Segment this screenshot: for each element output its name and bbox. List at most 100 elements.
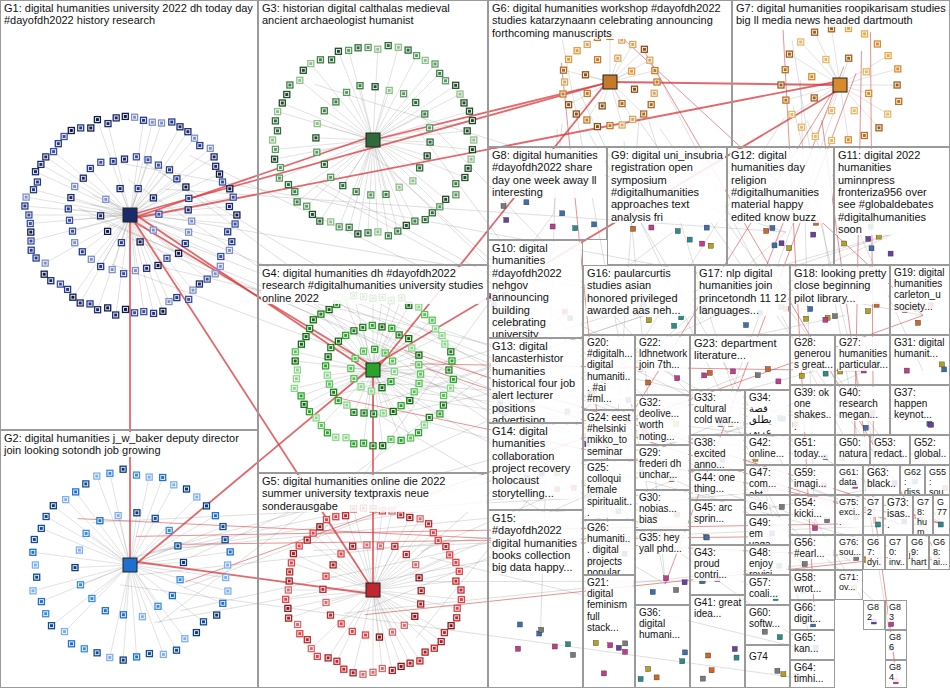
group-label: G11: digital 2022 humanities uminnpress … (837, 149, 948, 235)
group-box: G83 (885, 600, 907, 630)
group-box: G54: kicki... (790, 495, 835, 535)
group-label: G68: ai... (932, 537, 949, 567)
group-box: G62: diss... (900, 465, 925, 495)
group-label: G57: coali... (748, 577, 788, 599)
group-box: G77 (933, 495, 950, 535)
group-label: G41: great idea... (693, 597, 743, 619)
group-label: G17: nlp digital humanities join princet… (698, 267, 788, 316)
group-box: G47: com... abt... (745, 465, 790, 495)
group-label: G13: digital lancasterhistor humanities … (491, 340, 581, 423)
group-box: G34: قصة يطلق عربي ابن خلدون (745, 390, 790, 435)
group-box: G25: colloqui female spiritualit... (583, 460, 635, 520)
group-box: G14: digital humanities collaboration pr… (488, 423, 583, 510)
group-label: G21: digital feminism full stack... (586, 577, 633, 633)
group-box: G15: #dayofdh2022 digital humanities boo… (488, 510, 583, 688)
group-box: G42: online... (745, 435, 790, 465)
group-box: G70: inv... (885, 535, 907, 570)
group-label: G82 (866, 602, 884, 622)
group-label: G60: softw... (748, 607, 788, 629)
group-label: G51: today... (793, 437, 833, 459)
group-label: G47: com... abt... (748, 467, 788, 495)
group-label: G3: historian digital calthalas medieval… (261, 2, 486, 27)
group-box: G48: enjoy revisi... (745, 545, 790, 575)
group-label: G31: digital humanit... (893, 337, 948, 359)
group-box: G60: softw... (745, 605, 790, 645)
group-box: G65: kan... (790, 630, 835, 660)
network-vertices (22, 26, 948, 684)
group-label: G35: hey yall phd... (638, 532, 688, 554)
group-label: G63: black... (866, 467, 899, 495)
group-label: G27: humanities particular... (838, 337, 889, 371)
group-box: G41: great idea... (690, 595, 745, 688)
group-label: G86 (888, 632, 906, 652)
group-label: G34: قصة يطلق عربي ابن خلدون (748, 392, 788, 435)
group-label: G54: kicki... (793, 497, 833, 519)
group-box: G3: historian digital calthalas medieval… (258, 0, 488, 265)
group-label: G45: arc sprin... (693, 502, 743, 524)
group-box: G35: hey yall phd... (635, 530, 690, 605)
group-box: G76: sou... (835, 535, 863, 570)
group-box: G44: one thing... (690, 470, 745, 500)
group-label: G10: digital humanities #dayofdh2022 neh… (491, 242, 581, 338)
group-box: G66: digit... (790, 600, 835, 630)
group-box: G38: excited anno... next... (690, 435, 745, 470)
group-box: G5: digital humanities online die 2022 s… (258, 473, 488, 688)
group-box: G84 (885, 660, 907, 688)
group-box: G73: isas... (883, 495, 913, 535)
group-label: G36: digital humani... (638, 607, 688, 641)
group-label: G66: digit... (793, 602, 833, 624)
group-label: G37: happen keynot... (893, 387, 948, 421)
group-label: G8: digital humanities #dayofdh2022 shar… (491, 149, 605, 198)
group-box: G78: hum... (913, 495, 933, 535)
group-label: G24: eest #helsinki mikko_to seminar con… (586, 412, 634, 460)
group-label: G30: nobias... bias esrs... (638, 492, 688, 530)
group-label: G16: paularcurtis studies asian honored … (586, 267, 693, 316)
group-box: G46 (745, 495, 790, 515)
group-label: G74 (748, 651, 769, 662)
group-label: G77 (936, 497, 949, 517)
group-label: G59: imagi... (793, 467, 833, 489)
group-label: G5: digital humanities online die 2022 s… (261, 475, 486, 512)
group-label: G42: online... (748, 437, 788, 459)
group-box: G71: ov... (835, 570, 863, 600)
group-label: G12: digital humanities day religion #di… (730, 149, 832, 223)
group-label: G26: humaniti... digital projects popula… (586, 522, 634, 575)
group-box: G2: digital humanities j_w_baker deputy … (0, 430, 258, 688)
group-box: G4: digital humanities dh #dayofdh2022 r… (258, 265, 488, 473)
group-label: G65: kan... (793, 632, 833, 654)
group-label: G78: hum... (916, 497, 932, 535)
group-box: G69: hart... (907, 535, 929, 570)
group-label: G73: isas... (886, 497, 912, 531)
group-box: G45: arc sprin... (690, 500, 745, 545)
cross-group-edges (130, 78, 840, 594)
group-label: G32: deolive... worth noting... (638, 397, 688, 442)
group-box: G40: research megan... (835, 385, 890, 435)
group-label: G52: global... (913, 437, 949, 465)
group-label: G25: colloqui female spiritualit... (586, 462, 634, 518)
group-label: G40: research megan... (838, 387, 888, 421)
group-label: G84 (888, 662, 906, 682)
group-label: G28: generous great... (793, 337, 834, 371)
group-label: G2: digital humanities j_w_baker deputy … (3, 432, 256, 457)
group-box: G67: dyi... (863, 535, 885, 570)
group-box: G52: global... (910, 435, 950, 465)
group-box: G37: happen keynot... (890, 385, 950, 435)
group-label: G43: proud contri... (693, 547, 743, 581)
group-box: G53: redact... (870, 435, 910, 465)
group-box: G22: ldhnetwork join 7th... (635, 335, 690, 395)
group-box: G61: data (835, 465, 863, 495)
group-box: G17: nlp digital humanities join princet… (695, 265, 790, 335)
group-box: G7: digital humanities roopikarisam stud… (732, 0, 950, 147)
group-box: G55: soun... (925, 465, 950, 495)
group-box: G30: nobias... bias esrs... (635, 490, 690, 530)
group-label: G44: one thing... (693, 472, 743, 494)
group-label: G48: enjoy revisi... (748, 547, 788, 575)
network-edges (25, 26, 943, 680)
group-label: G18: looking pretty close beginning pilo… (793, 267, 888, 304)
group-label: G20: #digitalh... digital humaniti... #a… (586, 337, 634, 404)
group-label: G83 (888, 602, 906, 622)
group-box: G75: exci... (835, 495, 863, 535)
group-box: G24: eest #helsinki mikko_to seminar con… (583, 410, 635, 460)
group-label: G67: dyi... (866, 537, 884, 570)
